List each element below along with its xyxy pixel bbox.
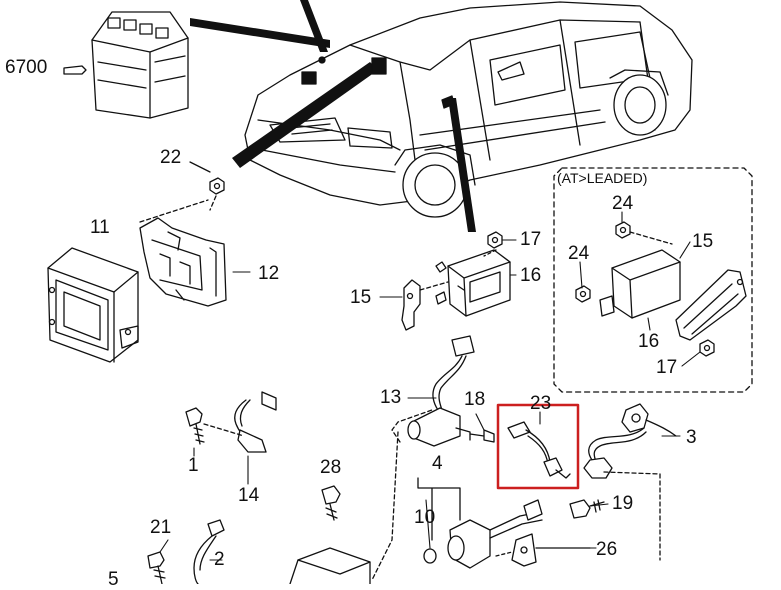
- inset-label: (AT>LEADED): [557, 170, 648, 186]
- callout-leaders: [159, 211, 701, 561]
- callout-17-inset: 17: [656, 357, 678, 378]
- callout-1: 1: [188, 455, 199, 476]
- callout-15-center: 15: [350, 287, 372, 308]
- callout-23: 23: [530, 393, 552, 414]
- callout-10: 10: [414, 507, 436, 528]
- callout-14: 14: [238, 485, 260, 506]
- callout-5: 5: [108, 569, 119, 590]
- callout-6700: 6700: [5, 57, 48, 78]
- main-sensor-assembly: [417, 477, 591, 569]
- relay-box-part: [63, 11, 189, 119]
- callout-3: 3: [686, 427, 697, 448]
- callout-16-center: 16: [520, 265, 542, 286]
- callout-17-center: 17: [520, 229, 542, 250]
- speed-sensor-part: [407, 335, 475, 447]
- control-module-group: [401, 231, 511, 331]
- callout-15-inset: 15: [692, 231, 714, 252]
- callout-12: 12: [258, 263, 280, 284]
- callout-16-inset: 16: [638, 331, 660, 352]
- callout-22: 22: [160, 147, 182, 168]
- ecu-part: [47, 247, 139, 363]
- vehicle-outline: [244, 1, 693, 218]
- highlight-box: [496, 403, 580, 490]
- callout-24-lower: 24: [568, 243, 590, 264]
- callout-2: 2: [214, 549, 225, 570]
- leader-wedges: [190, 0, 476, 232]
- callout-24-upper: 24: [612, 193, 634, 214]
- callout-11: 11: [90, 217, 110, 238]
- callout-26: 26: [596, 539, 618, 560]
- harness-23: [507, 421, 571, 479]
- callout-4: 4: [432, 453, 443, 474]
- callout-28: 28: [320, 457, 342, 478]
- inset-parts: [575, 221, 747, 357]
- callout-18: 18: [464, 389, 486, 410]
- bolt-and-sensor-14: [185, 391, 277, 453]
- callout-13: 13: [380, 387, 402, 408]
- bracket-part: [139, 217, 227, 307]
- callout-19: 19: [612, 493, 634, 514]
- harness-3: [569, 403, 677, 561]
- callout-21: 21: [150, 517, 172, 538]
